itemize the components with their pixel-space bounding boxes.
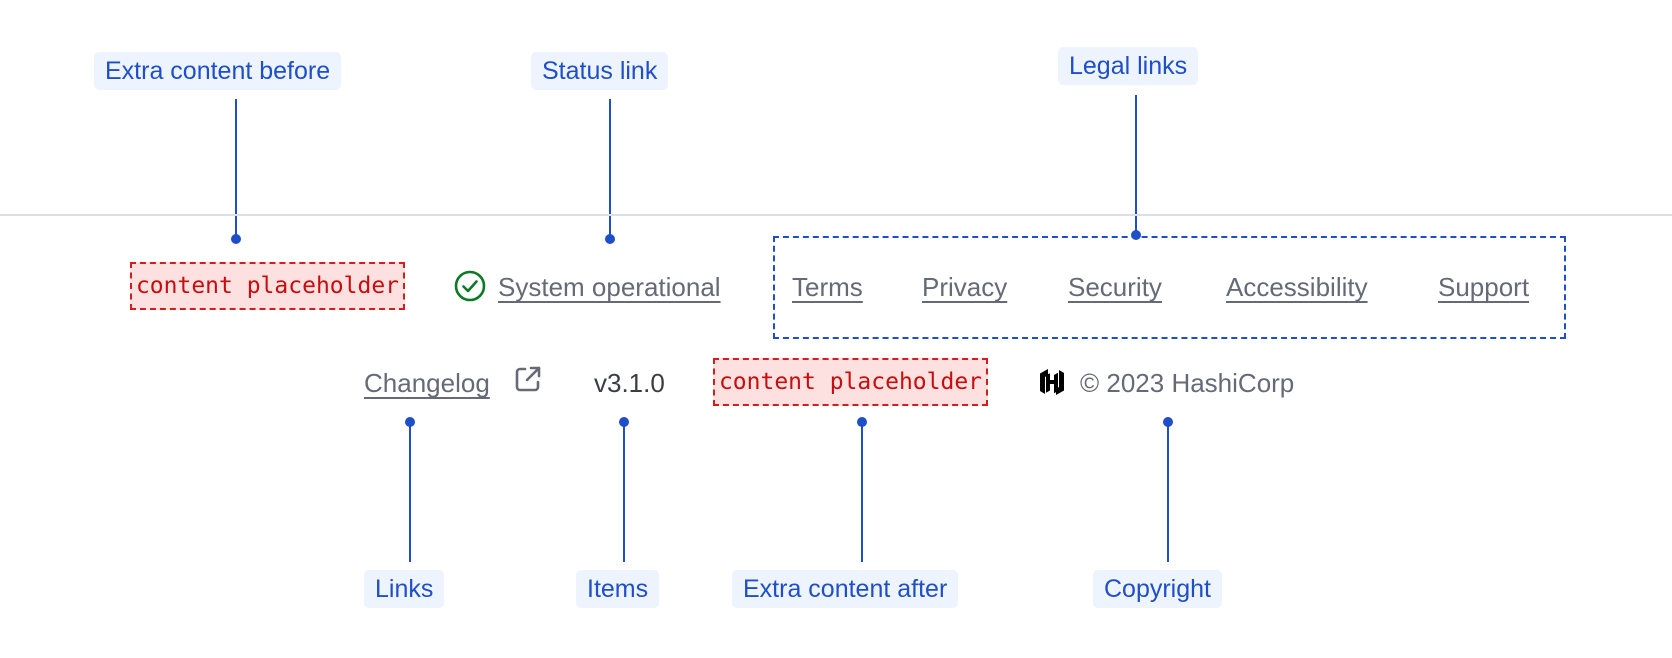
callout-line-status-link (609, 99, 611, 239)
callout-line-links (409, 422, 411, 562)
hashicorp-logo-icon (1037, 367, 1067, 397)
legal-link-privacy[interactable]: Privacy (922, 272, 1008, 302)
callout-line-items (623, 422, 625, 562)
version-item: v3.1.0 (594, 368, 665, 398)
status-link[interactable]: System operational (498, 272, 721, 302)
footer-divider (0, 214, 1672, 216)
extra-content-after-placeholder: content placeholder (713, 358, 988, 406)
callout-copyright: Copyright (1093, 570, 1222, 608)
callout-dot-status-link (605, 234, 615, 244)
legal-links-group (773, 236, 1566, 339)
changelog-link[interactable]: Changelog (364, 368, 490, 398)
callout-dot-extra-before (231, 234, 241, 244)
callout-line-extra-before (235, 99, 237, 239)
copyright-text: © 2023 HashiCorp (1080, 368, 1295, 398)
callout-dot-legal-links (1131, 230, 1141, 240)
legal-link-support[interactable]: Support (1438, 272, 1530, 302)
legal-link-terms[interactable]: Terms (792, 272, 863, 302)
legal-link-accessibility[interactable]: Accessibility (1226, 272, 1368, 302)
callout-status-link: Status link (531, 52, 669, 90)
external-link-icon (513, 364, 543, 394)
callout-items: Items (576, 570, 660, 608)
callout-extra-content-after: Extra content after (732, 570, 959, 608)
extra-content-before-placeholder: content placeholder (130, 262, 405, 310)
callout-legal-links: Legal links (1058, 47, 1199, 85)
callout-line-legal-links (1135, 95, 1137, 235)
status-indicator (454, 270, 486, 302)
callout-line-extra-after (861, 422, 863, 562)
callout-extra-content-before: Extra content before (94, 52, 342, 90)
callout-line-copyright (1167, 422, 1169, 562)
callout-links: Links (364, 570, 445, 608)
legal-link-security[interactable]: Security (1068, 272, 1162, 302)
check-circle-icon (454, 270, 486, 302)
